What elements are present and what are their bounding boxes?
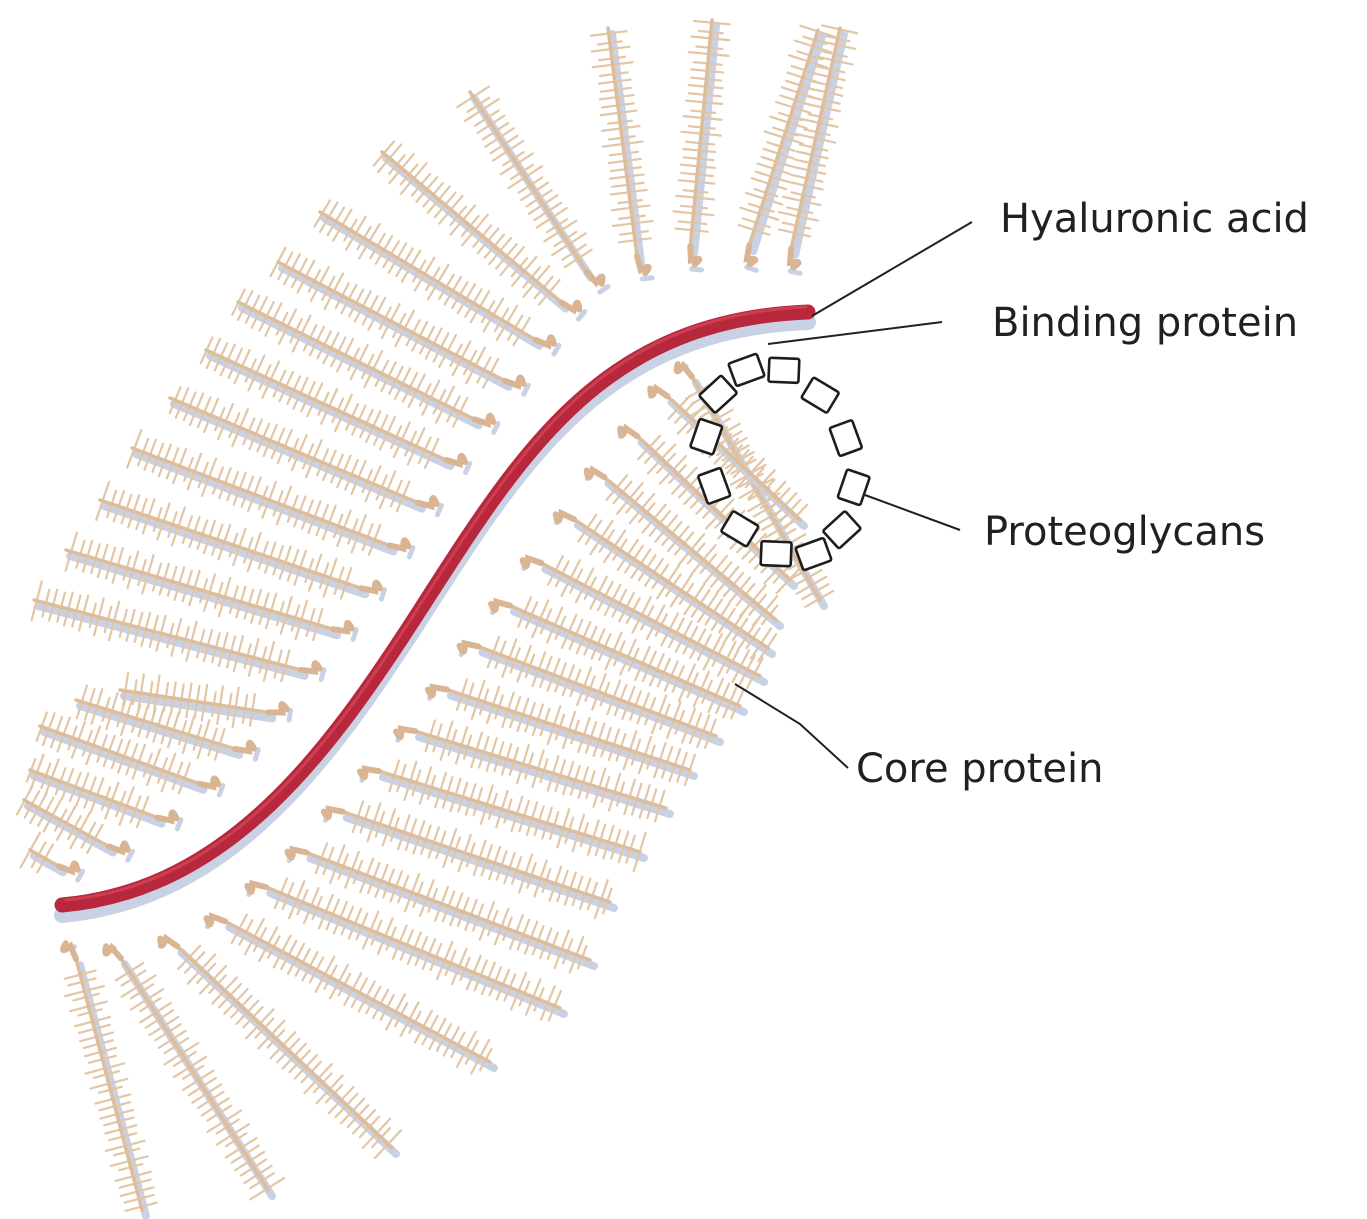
proteoglycan-34 (287, 843, 594, 972)
proteoglycan-2 (591, 28, 653, 279)
binding-protein-link (556, 513, 574, 521)
binding-protein-label: Binding protein (992, 300, 1298, 346)
binding-protein-link (247, 884, 266, 892)
proteoglycan-brushes (17, 20, 857, 1216)
proteoglycan-ring-segment (728, 353, 764, 386)
proteoglycan-3 (674, 20, 730, 270)
core-protein-leader (735, 684, 848, 768)
binding-protein-link (105, 946, 121, 958)
binding-protein-link (158, 812, 177, 820)
binding-protein-link (418, 498, 437, 506)
binding-protein-link (109, 843, 128, 851)
proteoglycan-29 (459, 637, 720, 748)
binding-protein-link (199, 778, 218, 786)
proteoglycans-leader (865, 495, 960, 530)
binding-protein-link (446, 456, 465, 464)
binding-protein-link (301, 663, 320, 671)
binding-protein-link (390, 540, 409, 548)
binding-protein-link (361, 583, 380, 591)
hyaluronic-acid-label: Hyaluronic acid (1000, 196, 1309, 242)
binding-protein-link (160, 938, 177, 946)
binding-protein-link (396, 729, 415, 737)
proteoglycan-16 (120, 673, 291, 727)
proteoglycan-ring-segment (768, 358, 799, 383)
proteoglycan-ring-segment (829, 420, 862, 456)
proteoglycan-37 (160, 938, 401, 1158)
binding-protein-link (587, 470, 605, 477)
proteoglycan-ring-segment (837, 469, 869, 505)
proteoglycan-33 (324, 802, 614, 918)
proteoglycan-35 (247, 878, 564, 1020)
binding-protein-link (206, 916, 225, 924)
binding-protein-link (587, 272, 603, 284)
proteoglycan-ring-segment (761, 541, 792, 566)
proteoglycans-label: Proteoglycans (984, 509, 1265, 555)
proteoglycan-20 (17, 786, 132, 860)
binding-protein-link (287, 849, 306, 857)
binding-protein-link (268, 704, 287, 712)
proteoglycan-ring-segment (801, 377, 839, 413)
binding-protein-link (333, 623, 352, 631)
proteoglycan-12 (127, 430, 413, 557)
proteoglycan-15 (32, 581, 324, 681)
proteoglycan-36 (206, 915, 494, 1074)
binding-protein-link (491, 602, 510, 610)
binding-protein-link (620, 428, 637, 436)
binding-protein-link (523, 558, 542, 566)
binding-protein-link (360, 769, 379, 777)
binding-protein-link (475, 416, 494, 424)
core-protein-label: Core protein (856, 746, 1103, 792)
binding-protein-link (324, 809, 343, 817)
binding-protein-link (235, 743, 254, 751)
binding-protein-link (459, 643, 478, 651)
binding-protein-link (535, 337, 554, 345)
binding-protein-link (505, 378, 524, 386)
proteoglycan-ring-segment (795, 538, 831, 571)
binding-protein-link (428, 687, 447, 695)
binding-protein-link (59, 863, 78, 871)
proteoglycan-ring-segment (823, 511, 861, 549)
binding-protein-link (677, 364, 692, 377)
binding-protein-link (650, 388, 667, 396)
hyaluronic-acid-leader (812, 222, 972, 316)
proteoglycan-23 (650, 388, 807, 528)
proteoglycan-21 (20, 833, 82, 880)
